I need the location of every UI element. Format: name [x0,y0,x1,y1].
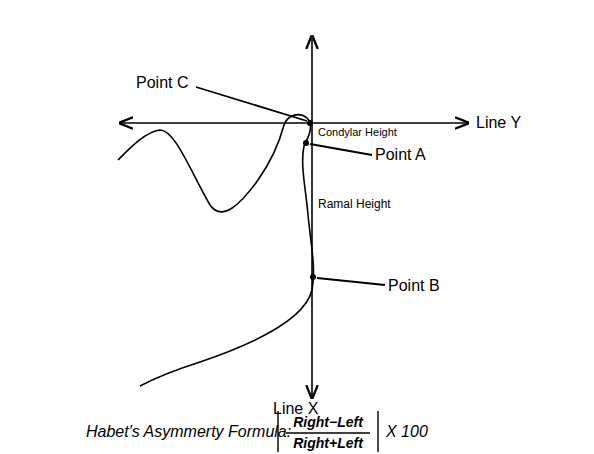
axis-label: Line Y [476,114,521,132]
point-label: Point B [388,277,440,295]
line-y-axis [120,122,468,124]
formula-multiplier: X 100 [386,423,428,441]
ramus-outline [118,115,313,386]
fraction-line [286,432,370,433]
line-x-axis [311,36,313,398]
formula-title: Habet's Asymmerty Formula: [86,423,291,441]
point-label: Point A [375,146,426,164]
leader-line [196,87,307,121]
dimension-label: Condylar Height [318,126,397,139]
leader-line [317,278,385,285]
formula-numerator: Right−Left [293,414,363,430]
point-dot [310,274,316,280]
leader-line [310,144,372,155]
dimension-label: Ramal Height [318,198,391,212]
point-dot [307,120,313,126]
point-dot [303,140,309,146]
formula-denominator: Right+Left [293,435,363,451]
absolute-bar [377,411,378,452]
point-label: Point C [136,74,188,92]
